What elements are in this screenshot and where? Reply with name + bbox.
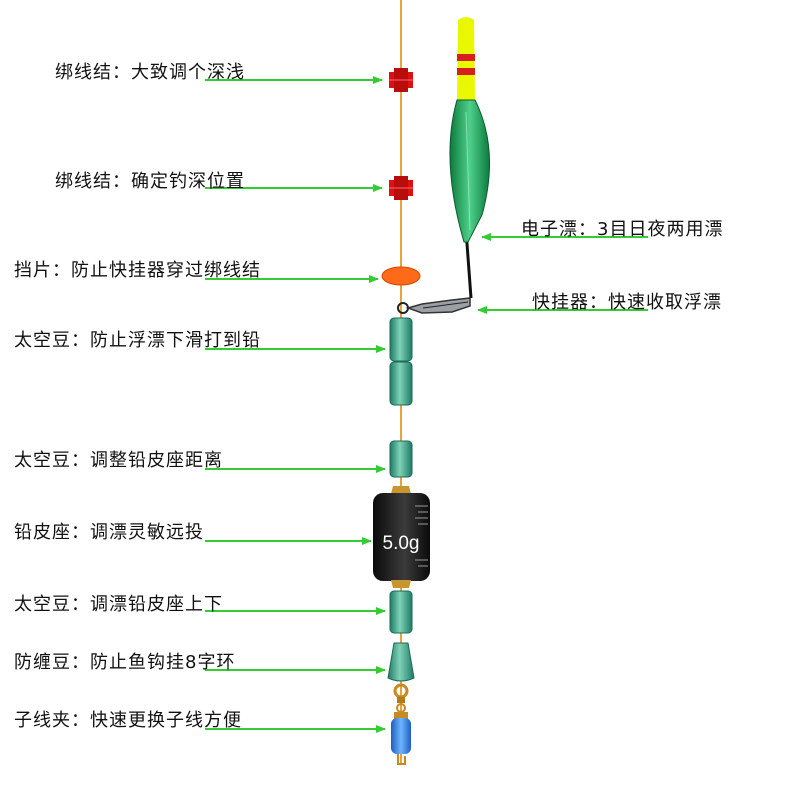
bead-stack [389,317,413,634]
label-knot-upper: 绑线结：大致调个深浅 [55,62,245,83]
label-anti-tangle: 防缠豆：防止鱼钩挂8字环 [14,652,236,673]
label-clip: 子线夹：快速更换子线方便 [14,710,242,731]
label-float: 电子漂：3目日夜两用漂 [521,219,724,240]
space-bead-2 [389,361,413,406]
electronic-float [449,17,490,299]
line-knot-lower [389,176,413,200]
label-stopper: 挡片：防止快挂器穿过绑线结 [14,260,261,281]
label-bead-3: 太空豆：调漂铅皮座上下 [14,594,223,615]
label-bead-1: 太空豆：防止浮漂下滑打到铅 [14,330,261,351]
label-snap: 快挂器：快速收取浮漂 [532,292,722,313]
sinker-holder [373,486,430,588]
callout-arrows [205,76,648,733]
sinker-weight-value: 5.0g [383,533,420,554]
quick-snap [397,297,471,314]
hooklink-clip [391,712,411,765]
space-bead-4 [389,590,413,634]
label-bead-2: 太空豆：调整铅皮座距离 [14,450,223,471]
label-sinker: 铅皮座：调漂灵敏远投 [14,522,204,543]
space-bead-1 [389,317,413,362]
line-knot-upper [389,68,413,92]
anti-tangle-bead [387,642,415,682]
space-bead-3 [389,440,413,478]
label-knot-lower: 绑线结：确定钓深位置 [55,171,245,192]
stopper-disc [381,266,421,286]
